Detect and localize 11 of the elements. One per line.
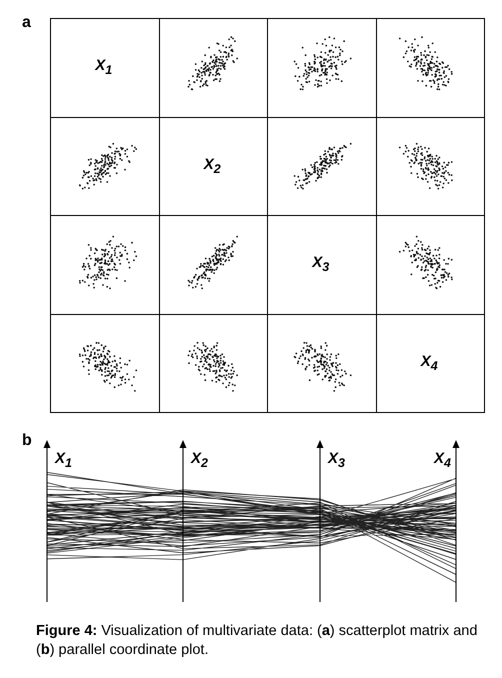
variable-label: X$_{4}$ [420,352,438,373]
panel-label: a [22,14,31,32]
figure-caption: Figure 4: Visualization of multivariate data: (a) scatterplot matrix and (b) parallel coordinate plot. [36,622,478,660]
variable-label: X$_{3}$ [312,254,330,274]
variable-label: X$_{2}$ [204,156,221,176]
axis-label: X$_{4}$ [434,450,451,470]
axis-label: X$_{3}$ [328,450,345,470]
panel-label: b [22,432,32,450]
axis-label: X$_{2}$ [191,450,208,470]
variable-label: X$_{1}$ [95,57,112,78]
axis-label: X$_{1}$ [55,450,72,470]
